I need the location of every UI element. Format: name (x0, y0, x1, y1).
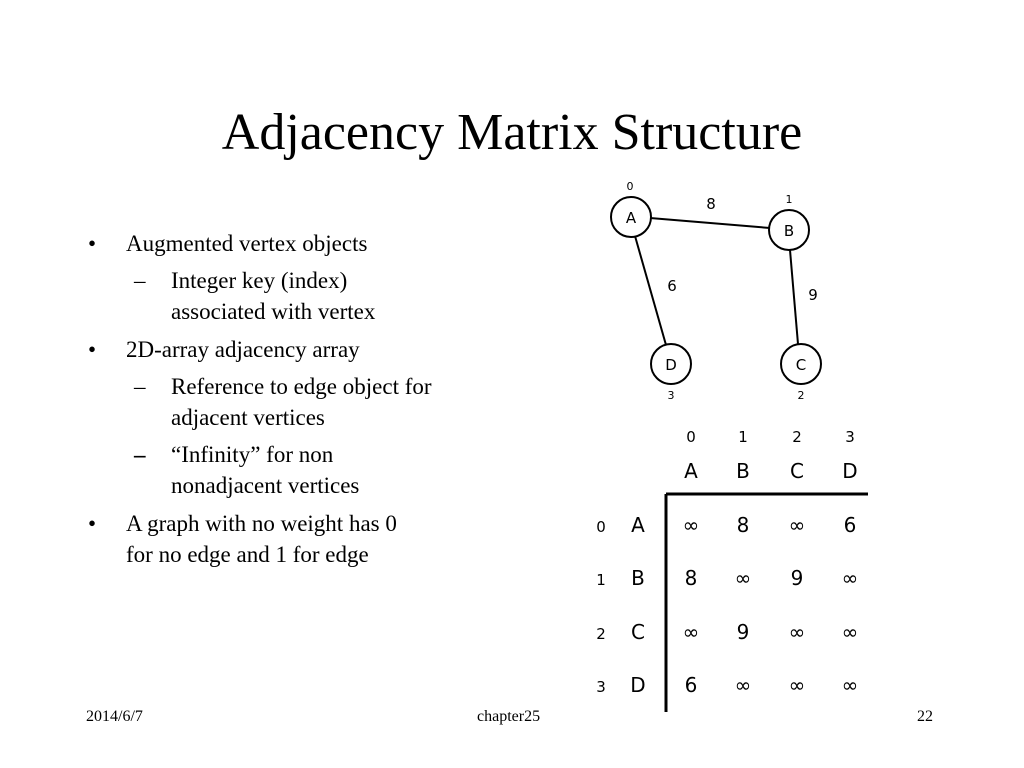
bullet-list: • Augmented vertex objects – Integer key… (88, 228, 528, 577)
edge-a-d (634, 235, 667, 346)
matrix-cell: ∞ (842, 673, 859, 697)
matrix-col-index: 2 (792, 428, 802, 446)
graph-node-b (768, 209, 810, 251)
sub-bullet-line: adjacent vertices (171, 405, 325, 430)
matrix-cell: ∞ (735, 673, 752, 697)
matrix-col-index: 3 (845, 428, 855, 446)
sub-bullet-line: Reference to edge object for (171, 374, 432, 399)
node-index-d: 3 (668, 389, 675, 402)
edge-weight-a-b: 8 (706, 195, 716, 213)
bullet-mark: • (88, 511, 97, 536)
node-label-c: C (796, 356, 806, 374)
matrix-cell: 9 (737, 620, 750, 644)
node-label-b: B (784, 222, 794, 240)
footer-date: 2014/6/7 (86, 708, 143, 725)
footer-chapter: chapter25 (477, 708, 541, 725)
matrix-cell: 8 (737, 513, 750, 537)
matrix-col-index: 0 (686, 428, 696, 446)
sub-bullet-list: – Integer key (index) associated with ve… (126, 265, 528, 327)
footer-page-number: 22 (917, 708, 933, 725)
edge-a-b (649, 217, 771, 229)
graph-node-a (610, 196, 652, 238)
slide-title: Adjacency Matrix Structure (221, 104, 803, 161)
bullet-item: • 2D-array adjacency array – Reference t… (88, 334, 528, 501)
node-index-b: 1 (786, 193, 793, 206)
node-label-a: A (626, 209, 637, 227)
matrix-col-label: D (842, 459, 857, 483)
graph-diagram: A B C D 0 1 2 3 8 6 9 (610, 180, 822, 402)
node-label-d: D (665, 356, 677, 374)
matrix-cell: 8 (685, 566, 698, 590)
matrix-cell: ∞ (789, 673, 806, 697)
matrix-row-index: 0 (596, 518, 606, 536)
matrix-col-label: C (790, 459, 804, 483)
matrix-cell: ∞ (842, 566, 859, 590)
matrix-row-label: C (631, 620, 645, 644)
graph-node-c (780, 343, 822, 385)
matrix-cell: 6 (844, 513, 857, 537)
matrix-cell: ∞ (789, 620, 806, 644)
bullet-mark: • (88, 337, 97, 362)
sub-bullet-line: associated with vertex (171, 299, 376, 324)
matrix-cell: 9 (791, 566, 804, 590)
bullet-text: A graph with no weight has 0 (126, 511, 397, 536)
dash-mark: – (134, 442, 146, 467)
node-index-a: 0 (627, 180, 634, 193)
matrix-row-index: 2 (596, 625, 606, 643)
matrix-cell: ∞ (683, 620, 700, 644)
sub-bullet-item: – “Infinity” for non nonadjacent vertice… (126, 439, 528, 501)
edge-weight-b-c: 9 (808, 286, 818, 304)
matrix-cell: ∞ (789, 513, 806, 537)
edge-b-c (789, 249, 799, 345)
matrix-row-label: B (631, 566, 645, 590)
dash-mark: – (134, 268, 146, 293)
sub-bullet-list: – Reference to edge object for adjacent … (126, 371, 528, 501)
sub-bullet-item: – Integer key (index) associated with ve… (126, 265, 528, 327)
matrix-cell: ∞ (842, 620, 859, 644)
bullet-text: Augmented vertex objects (126, 231, 368, 256)
bullet-text: 2D-array adjacency array (126, 337, 360, 362)
sub-bullet-line: nonadjacent vertices (171, 473, 360, 498)
matrix-row-index: 3 (596, 678, 606, 696)
dash-mark: – (134, 374, 146, 399)
matrix-row-index: 1 (596, 571, 606, 589)
matrix-cell: ∞ (683, 513, 700, 537)
node-index-c: 2 (798, 389, 805, 402)
matrix-col-label: A (684, 459, 698, 483)
matrix-row-label: A (631, 513, 645, 537)
matrix-cell: 6 (685, 673, 698, 697)
bullet-item: • A graph with no weight has 0 for no ed… (88, 508, 528, 570)
graph-node-d (650, 343, 692, 385)
edge-weight-a-d: 6 (667, 277, 677, 295)
matrix-cell: ∞ (735, 566, 752, 590)
matrix-row-label: D (630, 673, 645, 697)
adjacency-matrix: 0 1 2 3 A B C D 0 A ∞ 8 ∞ 6 1 B 8 ∞ 9 ∞ … (596, 428, 868, 712)
bullet-text: for no edge and 1 for edge (126, 542, 369, 567)
matrix-col-label: B (736, 459, 750, 483)
sub-bullet-item: – Reference to edge object for adjacent … (126, 371, 528, 433)
matrix-col-index: 1 (738, 428, 748, 446)
bullet-mark: • (88, 231, 97, 256)
sub-bullet-line: Integer key (index) (171, 268, 348, 293)
sub-bullet-line: “Infinity” for non (171, 442, 334, 467)
bullet-item: • Augmented vertex objects – Integer key… (88, 228, 528, 327)
